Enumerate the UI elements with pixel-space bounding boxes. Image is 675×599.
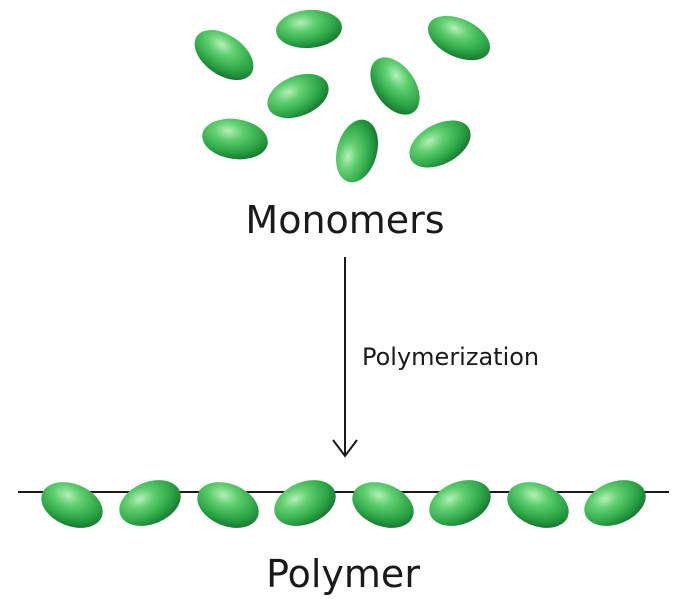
polymer-unit: [41, 482, 103, 528]
polymer-chain: [18, 480, 669, 528]
monomer: [428, 15, 490, 61]
monomer: [409, 120, 471, 168]
monomer: [194, 29, 254, 81]
polymer-label: Polymer: [266, 552, 420, 596]
monomer-cluster: [194, 9, 490, 183]
reaction-arrow: [332, 257, 358, 458]
monomer: [276, 9, 342, 49]
monomers-label: Monomers: [245, 198, 444, 242]
polymer-unit: [507, 482, 569, 528]
polymer-unit: [352, 482, 414, 528]
polymer-unit: [274, 480, 336, 526]
polymer-unit: [197, 482, 259, 528]
polymer-unit: [429, 480, 491, 526]
polymerization-label: Polymerization: [362, 343, 539, 371]
monomer: [267, 73, 329, 119]
monomer: [202, 118, 268, 160]
monomer: [370, 57, 420, 115]
monomer: [335, 119, 379, 183]
polymer-unit: [584, 480, 646, 526]
polymer-unit: [119, 480, 181, 526]
